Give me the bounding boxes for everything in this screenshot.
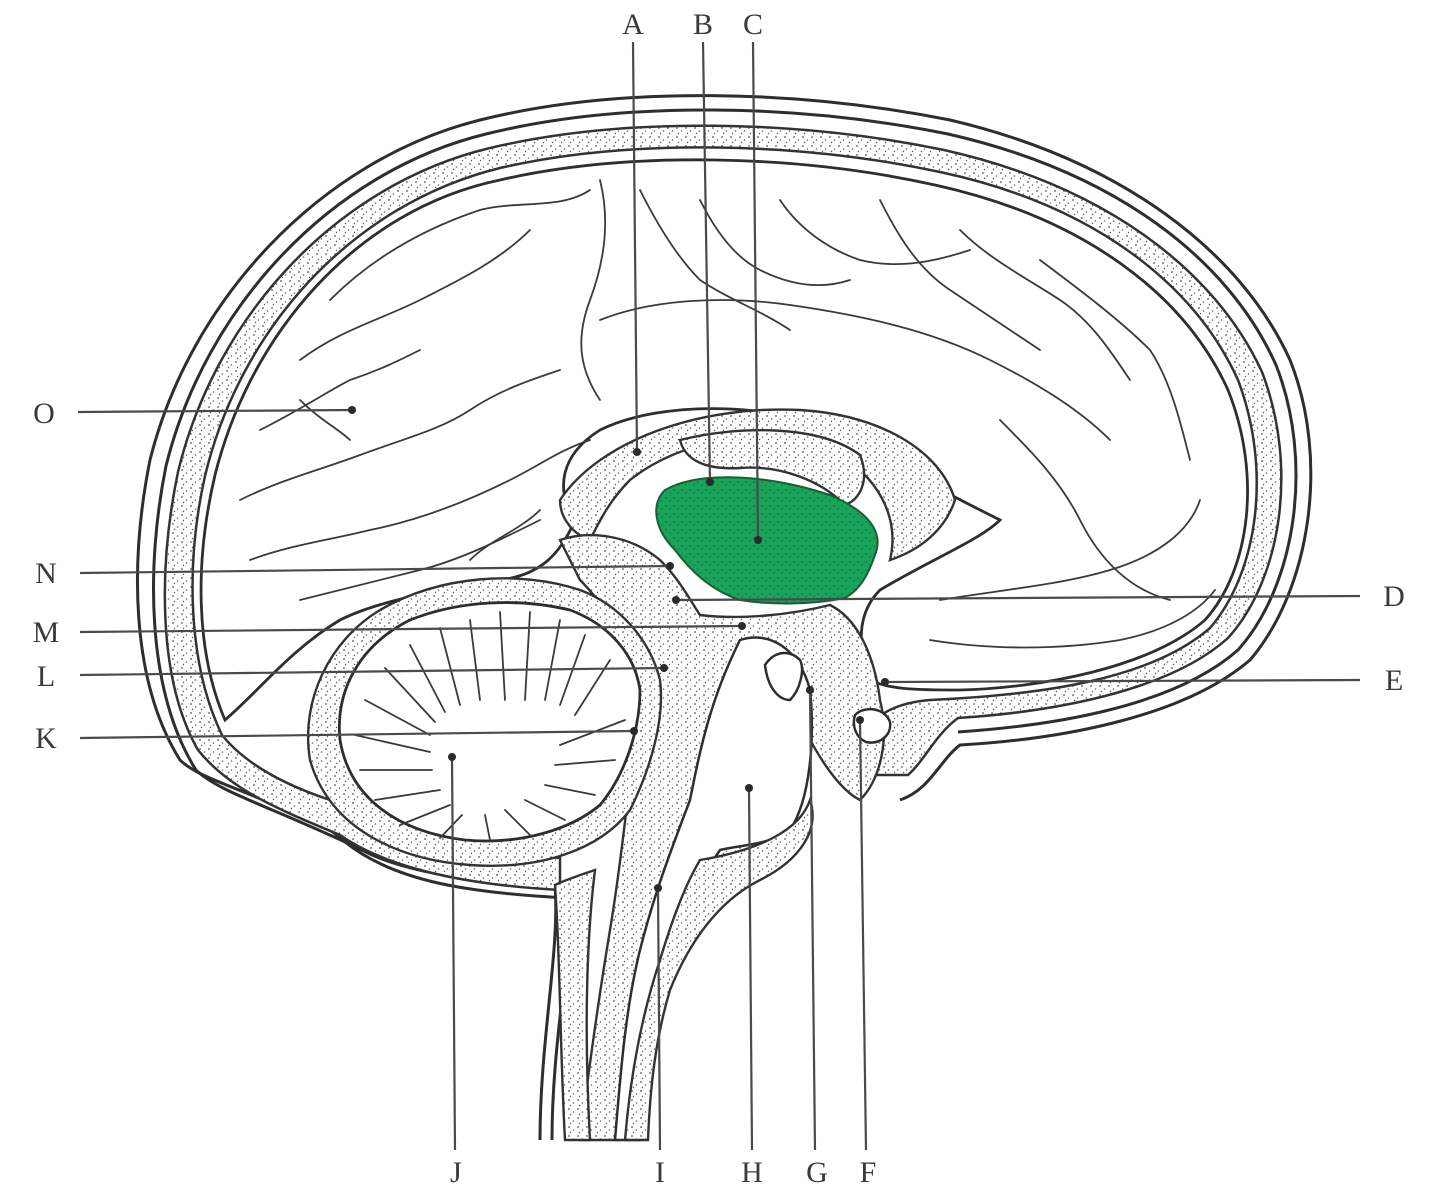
label-f: F — [860, 1156, 877, 1189]
leader-f-dot — [856, 716, 864, 724]
corpus-callosum — [558, 408, 957, 562]
leader-o-dot — [348, 406, 356, 414]
leader-n-dot — [666, 562, 674, 570]
label-m: M — [33, 616, 60, 649]
leader-e — [884, 678, 1361, 684]
labels: A B C O N M L K D E J I H G F — [33, 8, 1405, 1189]
leader-h-dot — [745, 784, 753, 792]
label-i: I — [655, 1156, 665, 1189]
leader-b-dot — [706, 478, 714, 486]
leader-l — [79, 666, 665, 677]
leader-c — [751, 41, 760, 541]
leader-m-dot — [738, 622, 746, 630]
leader-lines — [77, 41, 1361, 1151]
leader-j — [450, 756, 457, 1151]
label-o: O — [33, 397, 55, 430]
leader-d — [675, 594, 1361, 602]
label-g: G — [806, 1156, 828, 1189]
label-c: C — [743, 8, 763, 41]
label-k: K — [35, 722, 57, 755]
label-l: L — [37, 660, 55, 693]
leader-k — [79, 729, 635, 740]
cerebellum — [306, 577, 663, 867]
label-e: E — [1385, 664, 1403, 697]
leader-j-dot — [448, 753, 456, 761]
leader-c-dot — [754, 536, 762, 544]
label-b: B — [693, 8, 713, 41]
leader-i-dot — [654, 884, 662, 892]
leader-h — [747, 787, 754, 1151]
leader-g — [808, 689, 817, 1151]
leader-m — [79, 624, 743, 634]
leader-k-dot — [630, 727, 638, 735]
label-j: J — [450, 1156, 462, 1189]
leader-a-dot — [633, 448, 641, 456]
leader-e-dot — [881, 678, 889, 686]
leader-d-dot — [672, 596, 680, 604]
leader-i — [656, 887, 662, 1151]
skull — [136, 94, 1313, 1141]
leader-n — [79, 564, 671, 575]
leader-g-dot — [806, 686, 814, 694]
leader-b — [701, 41, 712, 483]
label-n: N — [35, 557, 57, 590]
label-h: H — [741, 1156, 763, 1189]
leader-o — [77, 408, 353, 414]
label-a: A — [622, 8, 644, 41]
leader-a — [631, 41, 639, 453]
label-d: D — [1383, 580, 1405, 613]
leader-f — [858, 719, 868, 1151]
leader-l-dot — [660, 664, 668, 672]
